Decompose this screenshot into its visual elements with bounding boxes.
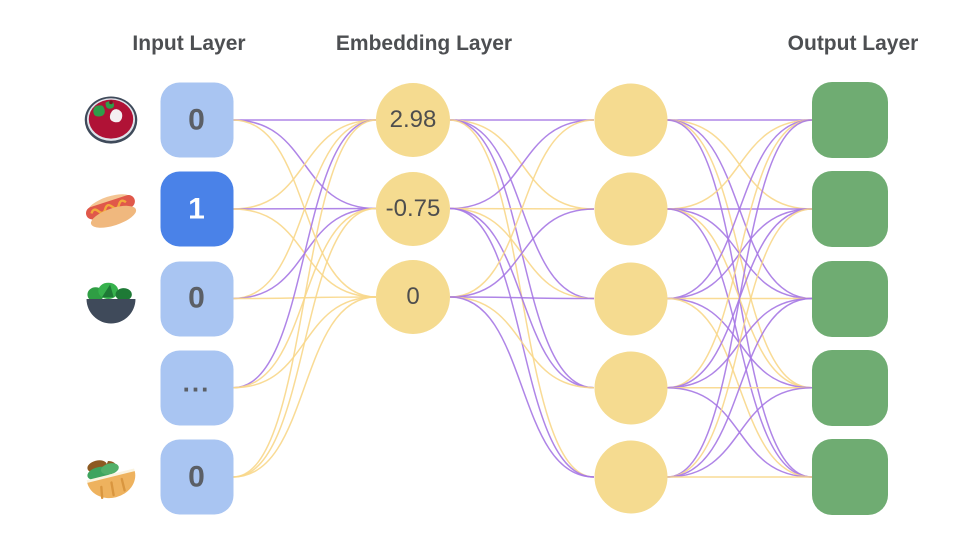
output-node-2 [812, 260, 888, 337]
output-node-1 [812, 171, 888, 247]
output-node-0 [812, 82, 888, 158]
embedding-node-2-value: 0 [406, 283, 420, 310]
edge [232, 119, 377, 389]
edge [449, 296, 595, 389]
edge [232, 119, 377, 300]
embedding-node-1-value: -0.75 [385, 194, 441, 222]
edge [232, 119, 377, 210]
input-node-3: ... [160, 350, 233, 426]
edge [232, 119, 377, 478]
edge [449, 296, 595, 478]
edge [449, 296, 595, 300]
embedding-node-2: 0 [376, 260, 450, 334]
edge [232, 296, 377, 478]
edge [666, 119, 813, 210]
input-node-0-value: 0 [188, 103, 205, 136]
input-node-3-value: ... [182, 367, 211, 398]
edge [666, 119, 813, 389]
edge [666, 119, 813, 300]
salad-icon [86, 282, 136, 323]
edge [666, 119, 813, 478]
input-node-1-value: 1 [188, 192, 205, 225]
edge [449, 119, 595, 298]
input-node-4: 0 [160, 439, 233, 515]
input-node-2: 0 [160, 261, 233, 336]
edge [449, 208, 595, 298]
edge [232, 207, 377, 478]
input-node-2-value: 0 [188, 281, 205, 315]
output-node-4 [812, 439, 888, 515]
input-node-0: 0 [160, 82, 233, 158]
hidden-node-4 [594, 440, 667, 514]
embedding-node-0: 2.98 [376, 83, 450, 157]
hidden-node-2 [594, 262, 667, 335]
edge [666, 387, 813, 478]
output-layer-title: Output Layer [787, 32, 919, 55]
input-node-4-value: 0 [188, 460, 205, 493]
hotdog-icon [85, 194, 137, 228]
edge [666, 297, 813, 478]
output-node-3 [812, 349, 888, 426]
edge [449, 119, 595, 210]
embedding-node-1: -0.75 [376, 171, 450, 246]
input-layer-title: Input Layer [132, 32, 246, 55]
embedding-layer-title: Embedding Layer [335, 32, 513, 55]
pita-icon [86, 460, 136, 500]
input-node-1: 1 [160, 171, 233, 247]
hidden-node-0 [594, 83, 667, 157]
soup-icon [84, 96, 138, 144]
hidden-node-3 [594, 351, 667, 425]
hidden-node-1 [594, 172, 667, 246]
embedding-node-0-value: 2.98 [389, 106, 437, 133]
edge [666, 208, 813, 478]
